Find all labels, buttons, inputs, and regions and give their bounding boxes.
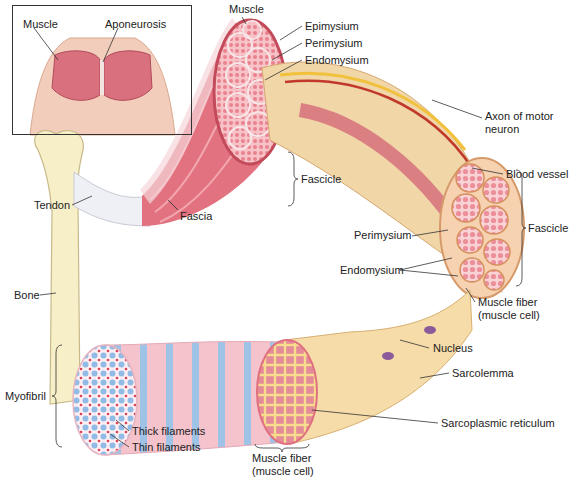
part-label: Aponeurosis xyxy=(105,18,166,31)
part-label: Perimysium xyxy=(305,37,362,50)
part-label: Fascicle xyxy=(301,173,341,186)
part-label: Axon of motor neuron xyxy=(485,110,567,136)
part-label: Fascicle xyxy=(528,222,568,235)
inset-panel: Muscle Aponeurosis xyxy=(12,5,192,135)
part-label: Tendon xyxy=(34,199,70,212)
part-label: Endomysium xyxy=(340,264,404,277)
part-label: Blood vessel xyxy=(506,168,568,181)
part-label: Bone xyxy=(14,289,40,302)
part-label: Myofibril xyxy=(5,390,46,403)
part-label: Nucleus xyxy=(433,342,473,355)
part-label: Muscle fiber (muscle cell) xyxy=(478,296,564,322)
part-label: Epimysium xyxy=(305,20,359,33)
part-label: Thick filaments xyxy=(132,425,205,438)
part-label: Fascia xyxy=(180,210,212,223)
part-label: Muscle xyxy=(229,3,264,16)
part-label: Thin filaments xyxy=(132,441,200,454)
part-label: Sarcoplasmic reticulum xyxy=(441,417,555,430)
part-label: Muscle fiber (muscle cell) xyxy=(252,452,342,478)
part-label: Perimysium xyxy=(354,229,411,242)
part-label: Sarcolemma xyxy=(452,367,514,380)
part-label: Endomysium xyxy=(305,54,369,67)
part-label: Muscle xyxy=(23,18,58,31)
